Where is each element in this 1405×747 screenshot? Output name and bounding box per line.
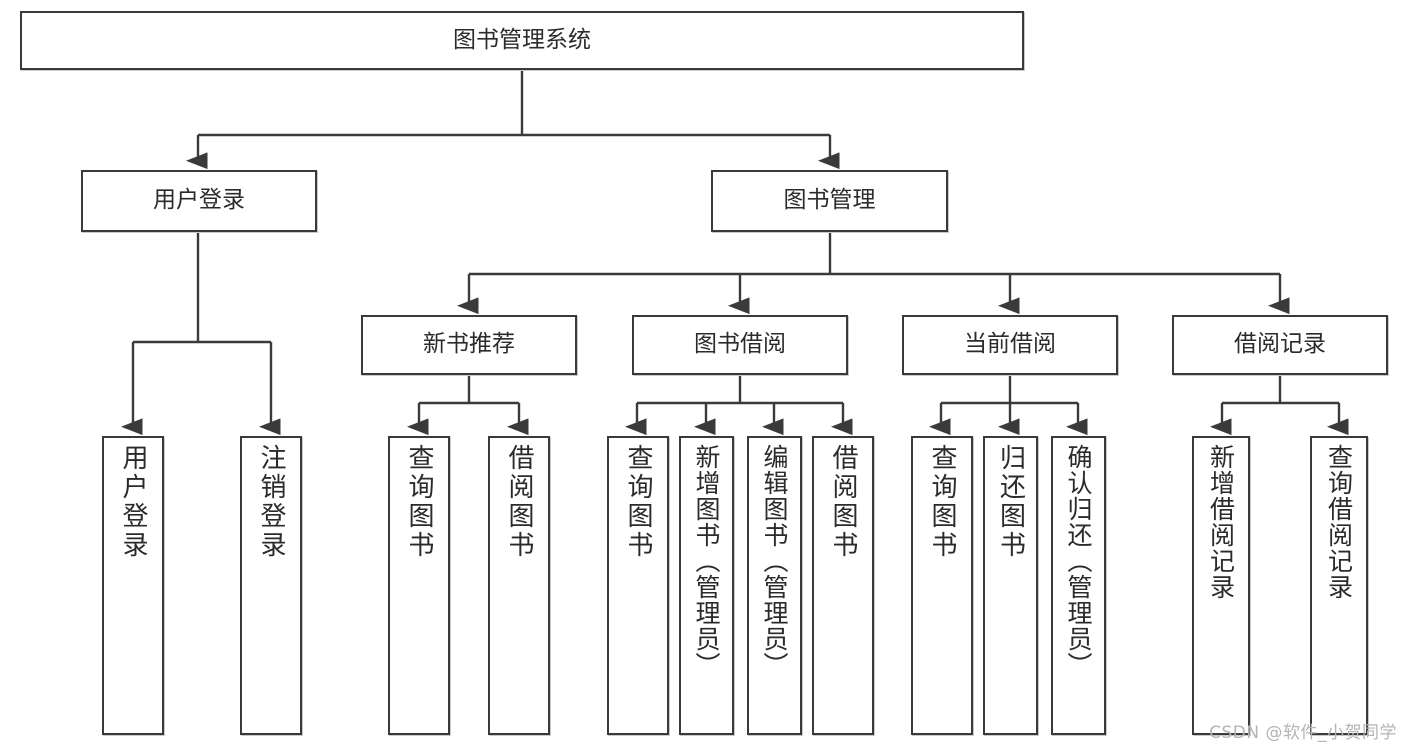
leaf-query-borrow-record[interactable]: 查询借阅记录 bbox=[1310, 436, 1368, 735]
leaf-borrow-book-recommend[interactable]: 借阅图书 bbox=[488, 436, 550, 735]
node-label: 编辑图书（管理员） bbox=[760, 444, 789, 678]
node-label: 借阅图书 bbox=[828, 444, 858, 560]
leaf-user-login[interactable]: 用户登录 bbox=[102, 436, 164, 735]
node-label: 查询借阅记录 bbox=[1324, 444, 1354, 600]
node-label: 图书管理 bbox=[783, 187, 876, 214]
node-root-book-management-system[interactable]: 图书管理系统 bbox=[20, 11, 1024, 70]
node-label: 注销登录 bbox=[256, 444, 286, 560]
node-label: 归还图书 bbox=[995, 444, 1026, 560]
node-label: 确认归还（管理员） bbox=[1064, 444, 1093, 678]
node-label: 用户登录 bbox=[118, 444, 148, 560]
node-book-borrow[interactable]: 图书借阅 bbox=[632, 315, 848, 375]
leaf-query-book-current[interactable]: 查询图书 bbox=[911, 436, 973, 735]
node-label: 新增图书（管理员） bbox=[692, 444, 721, 678]
leaf-add-book-admin[interactable]: 新增图书（管理员） bbox=[679, 436, 734, 735]
node-label: 查询图书 bbox=[623, 444, 653, 560]
node-label: 图书借阅 bbox=[694, 331, 786, 358]
node-book-management[interactable]: 图书管理 bbox=[711, 170, 948, 232]
node-label: 用户登录 bbox=[153, 187, 245, 214]
node-label: 新增借阅记录 bbox=[1206, 444, 1236, 600]
node-label: 借阅记录 bbox=[1234, 331, 1326, 358]
node-label: 新书推荐 bbox=[423, 331, 515, 358]
node-current-borrow[interactable]: 当前借阅 bbox=[902, 315, 1118, 375]
node-user-login[interactable]: 用户登录 bbox=[81, 170, 317, 232]
leaf-return-book[interactable]: 归还图书 bbox=[983, 436, 1038, 735]
leaf-query-book-borrow[interactable]: 查询图书 bbox=[607, 436, 669, 735]
node-label: 当前借阅 bbox=[964, 331, 1056, 358]
leaf-borrow-book[interactable]: 借阅图书 bbox=[812, 436, 874, 735]
leaf-confirm-return-admin[interactable]: 确认归还（管理员） bbox=[1051, 436, 1106, 735]
leaf-edit-book-admin[interactable]: 编辑图书（管理员） bbox=[747, 436, 802, 735]
node-new-book-recommend[interactable]: 新书推荐 bbox=[361, 315, 577, 375]
node-label: 查询图书 bbox=[927, 444, 957, 560]
leaf-add-borrow-record[interactable]: 新增借阅记录 bbox=[1192, 436, 1250, 735]
watermark-text: CSDN @软件_小贺同学 bbox=[1209, 723, 1397, 743]
node-label: 借阅图书 bbox=[504, 444, 534, 560]
node-borrow-record[interactable]: 借阅记录 bbox=[1172, 315, 1388, 375]
leaf-query-book-recommend[interactable]: 查询图书 bbox=[388, 436, 450, 735]
node-label: 查询图书 bbox=[404, 444, 434, 560]
node-label: 图书管理系统 bbox=[453, 26, 591, 53]
leaf-logout[interactable]: 注销登录 bbox=[240, 436, 302, 735]
